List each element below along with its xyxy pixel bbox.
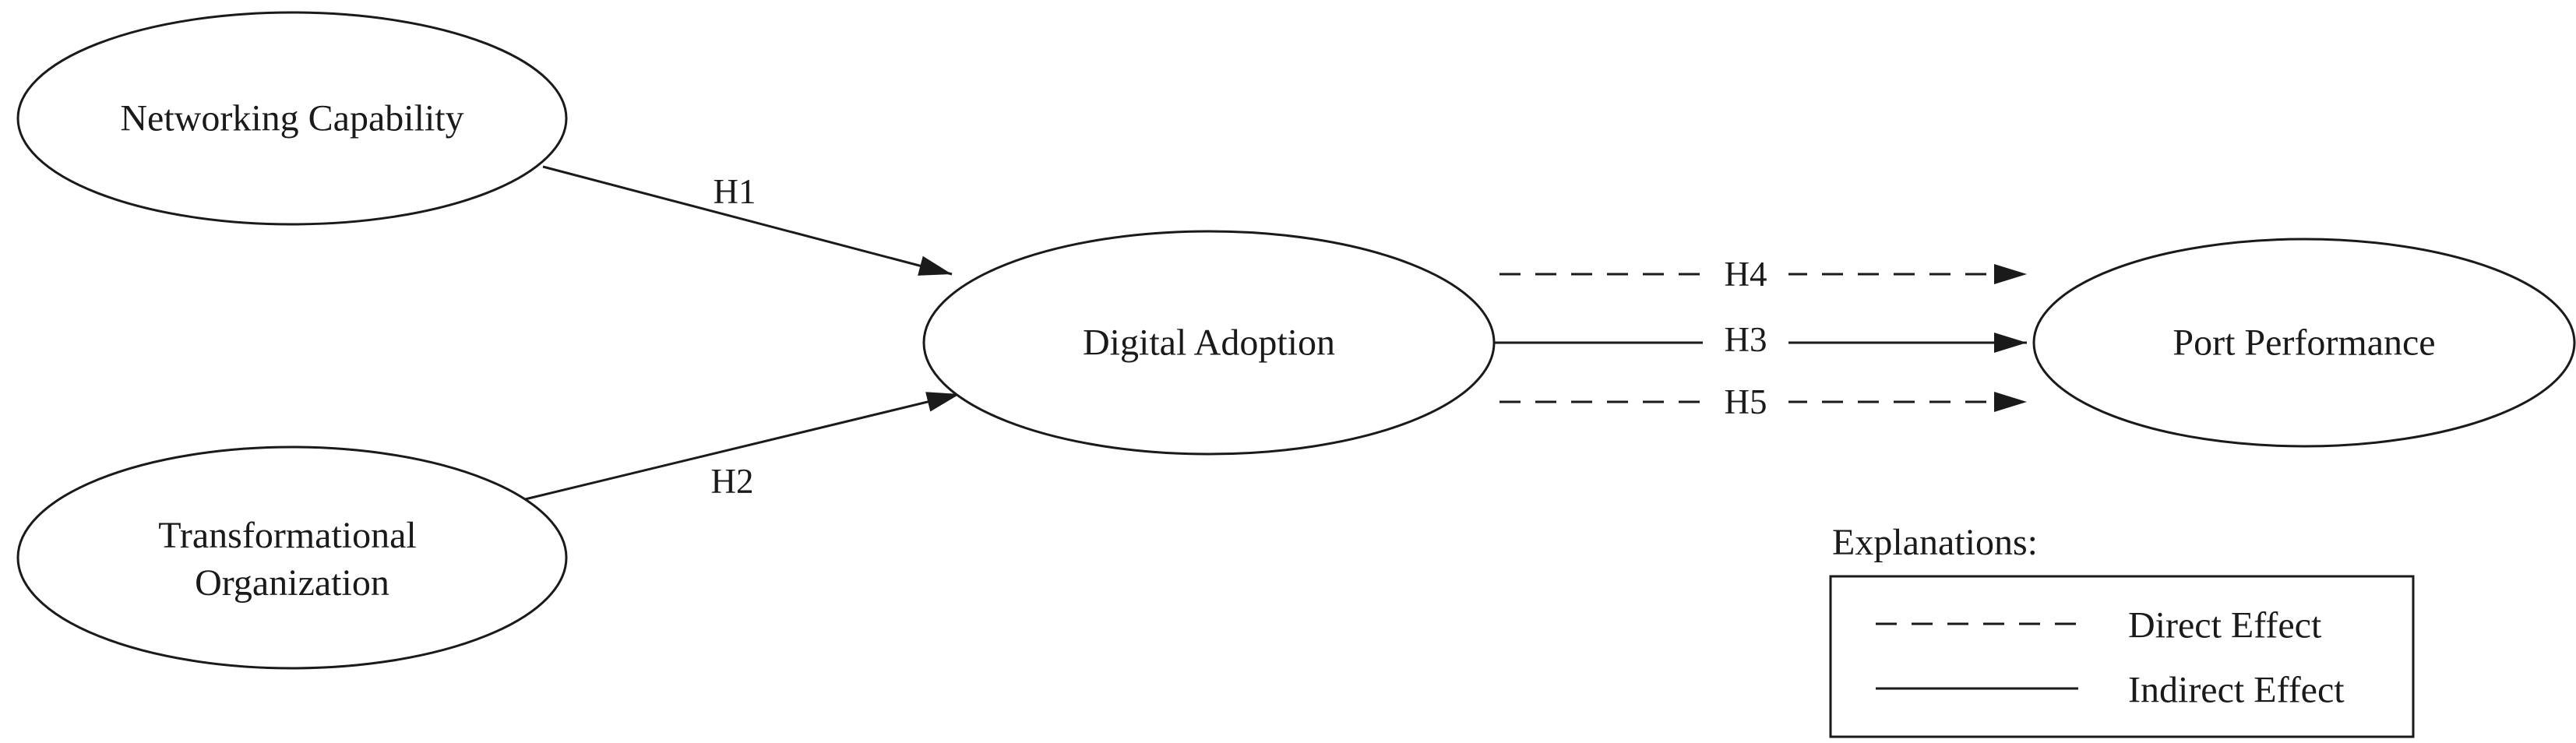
node-transformational-organization-label-line2: Organization [195,562,389,604]
node-transformational-organization: Transformational Organization [16,445,568,670]
edge-h4-label-mask [1703,252,1788,296]
legend-item-direct-effect-label: Direct Effect [2128,605,2322,646]
node-transformational-organization-label-line1: Transformational [158,515,417,556]
node-port-performance: Port Performance [2032,238,2576,448]
edge-h2-arrow [521,392,960,502]
node-transformational-organization-label: Transformational Organization [158,515,426,604]
node-digital-adoption: Digital Adoption [922,230,1496,456]
node-port-performance-shape [2032,238,2576,448]
edge-label-h3: H3 [1725,320,1767,359]
node-networking-capability: Networking Capability [16,11,568,226]
node-networking-capability-label: Networking Capability [120,98,463,139]
edge-h1-arrow [542,165,953,276]
edge-label-h1: H1 [714,172,756,211]
edge-label-h5: H5 [1725,382,1767,421]
node-port-performance-label: Port Performance [2173,322,2435,364]
legend-item-indirect-effect: Indirect Effect [1876,670,2345,711]
node-digital-adoption-label: Digital Adoption [1083,322,1335,364]
legend-item-direct-effect: Direct Effect [1876,605,2322,646]
edge-label-h4: H4 [1725,255,1767,294]
legend-title: Explanations: [1832,522,2038,563]
node-digital-adoption-shape [922,230,1496,456]
legend-item-indirect-effect-label: Indirect Effect [2128,670,2345,711]
edge-label-h2: H2 [711,462,754,501]
legend: Explanations: Direct Effect Indirect Eff… [1829,522,2415,738]
edge-h5-label-mask [1703,380,1788,424]
node-transformational-organization-shape [16,445,568,670]
edge-h3-label-mask [1703,319,1788,364]
legend-box [1829,575,2415,738]
node-networking-capability-shape [16,11,568,226]
